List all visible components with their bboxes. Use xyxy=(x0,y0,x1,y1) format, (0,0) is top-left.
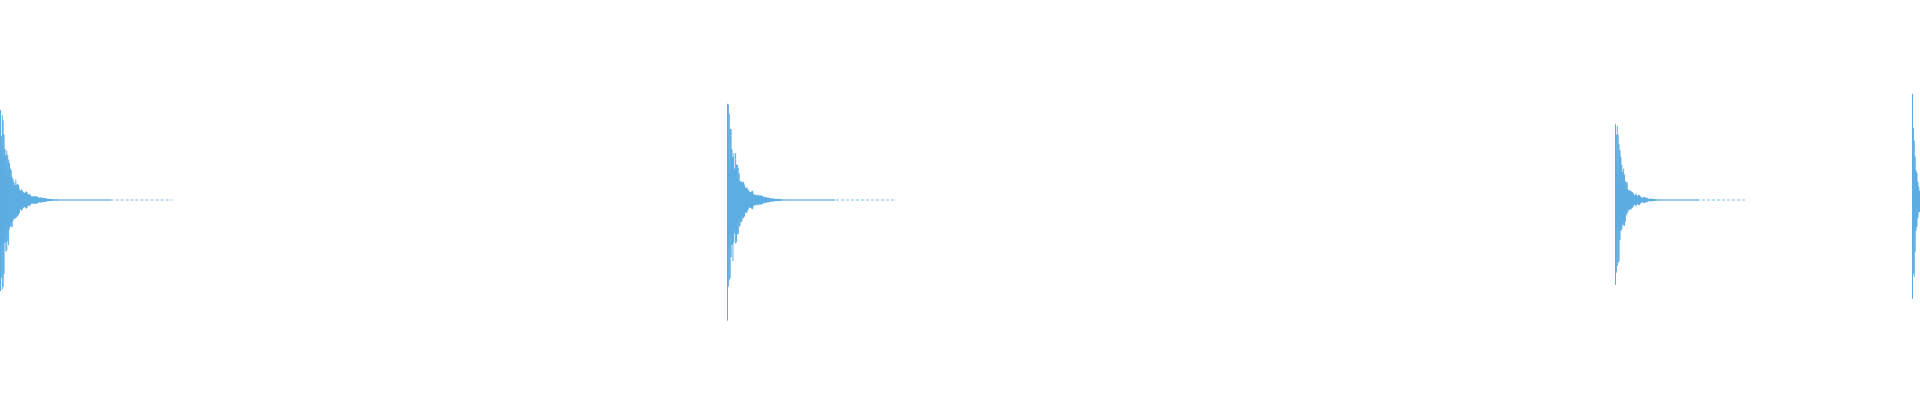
waveform-transients xyxy=(0,93,1920,321)
transient-2 xyxy=(727,103,895,321)
transient-4 xyxy=(1912,93,1920,299)
transient-1 xyxy=(0,109,173,292)
transient-3 xyxy=(1615,124,1746,285)
